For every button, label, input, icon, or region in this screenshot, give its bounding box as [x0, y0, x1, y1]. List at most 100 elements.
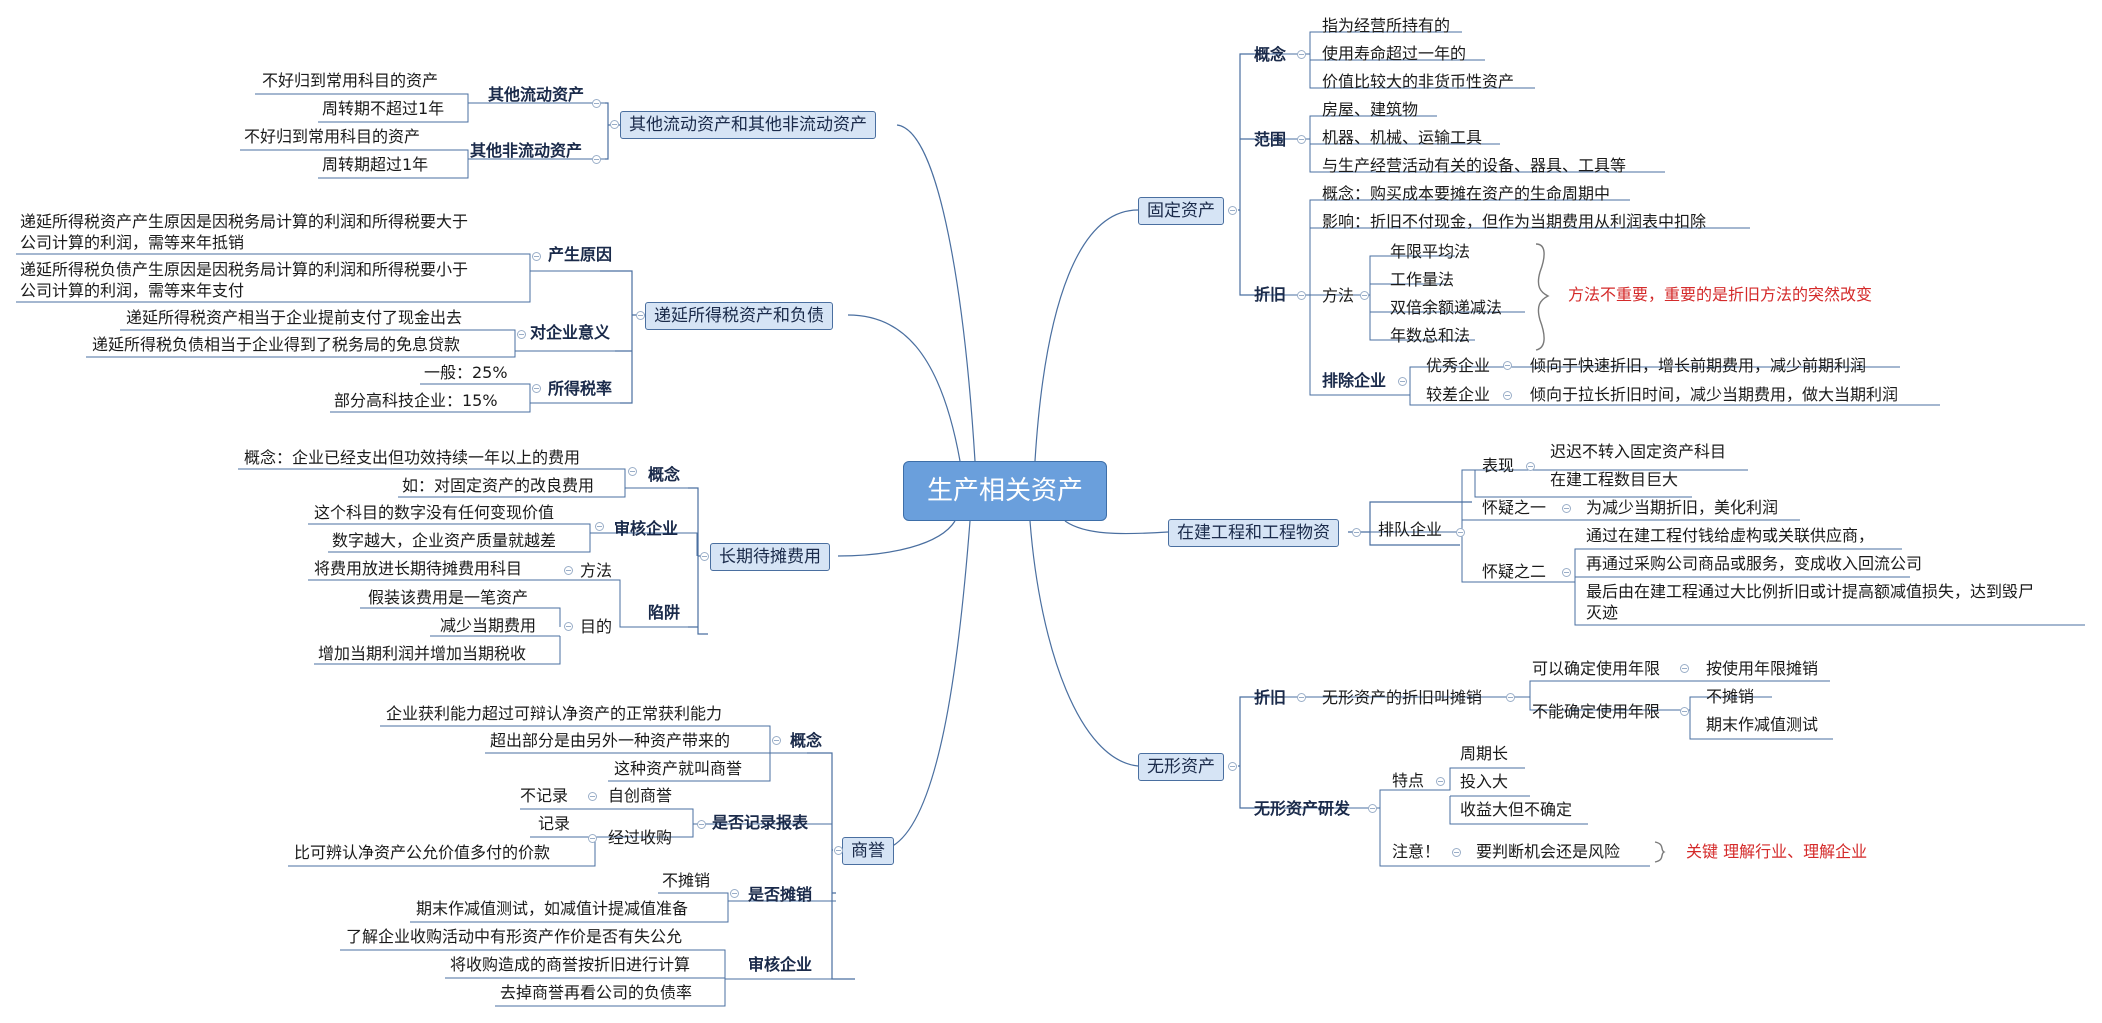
- collapse-icon[interactable]: [1297, 135, 1306, 144]
- collapse-icon[interactable]: [1297, 50, 1306, 59]
- node-dep-method[interactable]: 方法: [1322, 286, 1355, 305]
- collapse-icon[interactable]: [1228, 762, 1237, 771]
- leaf-text[interactable]: 这个科目的数字没有任何变现价值: [314, 503, 555, 522]
- node-other-current[interactable]: 其他流动资产: [488, 85, 585, 104]
- node-fixed-dep[interactable]: 折旧: [1254, 285, 1287, 304]
- collapse-icon[interactable]: [1680, 707, 1689, 716]
- collapse-icon[interactable]: [1503, 391, 1512, 400]
- node-goodwill-amort[interactable]: 是否摊销: [748, 885, 813, 904]
- leaf-text[interactable]: 双倍余额递减法: [1390, 298, 1503, 317]
- node-definite[interactable]: 可以确定使用年限: [1532, 659, 1661, 678]
- node-tax-rate[interactable]: 所得税率: [548, 379, 613, 398]
- collapse-icon[interactable]: [1562, 568, 1571, 577]
- leaf-text[interactable]: 不摊销: [1706, 687, 1755, 706]
- leaf-text[interactable]: 自创商誉: [608, 786, 673, 805]
- collapse-icon[interactable]: [1352, 528, 1361, 537]
- leaf-text[interactable]: 将收购造成的商誉按折旧进行计算: [450, 955, 691, 974]
- leaf-text[interactable]: 递延所得税负债相当于企业得到了税务局的免息贷款: [92, 335, 461, 354]
- collapse-icon[interactable]: [1368, 804, 1377, 813]
- collapse-icon[interactable]: [730, 889, 739, 898]
- node-construction[interactable]: 在建工程和工程物资: [1168, 519, 1339, 547]
- leaf-text[interactable]: 经过收购: [608, 828, 673, 847]
- collapse-icon[interactable]: [1506, 693, 1515, 702]
- node-feature[interactable]: 特点: [1392, 771, 1425, 790]
- leaf-text[interactable]: 影响：折旧不付现金，但作为当期费用从利润表中扣除: [1322, 212, 1707, 231]
- leaf-text[interactable]: 假装该费用是一笔资产: [368, 588, 529, 607]
- node-fixed-scope[interactable]: 范围: [1254, 130, 1287, 149]
- leaf-text[interactable]: 超出部分是由另外一种资产带来的: [490, 731, 731, 750]
- node-prepaid-concept[interactable]: 概念: [648, 465, 681, 484]
- node-fixed-assets[interactable]: 固定资产: [1138, 197, 1224, 225]
- collapse-icon[interactable]: [564, 566, 573, 575]
- collapse-icon[interactable]: [697, 820, 706, 829]
- leaf-text[interactable]: 减少当期费用: [440, 616, 537, 635]
- leaf-text[interactable]: 灭迹: [1586, 603, 1619, 622]
- leaf-text[interactable]: 递延所得税负债产生原因是因税务局计算的利润和所得税要小于: [20, 260, 469, 279]
- leaf-text[interactable]: 了解企业收购活动中有形资产作价是否有失公允: [346, 927, 683, 946]
- node-other-assets[interactable]: 其他流动资产和其他非流动资产: [620, 111, 876, 139]
- node-record-yes[interactable]: 记录: [538, 814, 571, 833]
- leaf-text[interactable]: 为减少当期折旧，美化利润: [1586, 498, 1779, 517]
- collapse-icon[interactable]: [1228, 206, 1237, 215]
- leaf-text[interactable]: 比可辨认净资产公允价值多付的价款: [294, 843, 551, 862]
- leaf-text[interactable]: 再通过采购公司商品或服务，变成收入回流公司: [1586, 554, 1923, 573]
- leaf-text[interactable]: 工作量法: [1390, 270, 1455, 289]
- leaf-text[interactable]: 将费用放进长期待摊费用科目: [314, 559, 523, 578]
- collapse-icon[interactable]: [592, 99, 601, 108]
- collapse-icon[interactable]: [834, 846, 843, 855]
- collapse-icon[interactable]: [1360, 291, 1369, 300]
- leaf-text[interactable]: 递延所得税资产相当于企业提前支付了现金出去: [126, 308, 463, 327]
- leaf-text[interactable]: 一般：25%: [424, 363, 508, 382]
- collapse-icon[interactable]: [628, 467, 637, 476]
- collapse-icon[interactable]: [517, 330, 526, 339]
- collapse-icon[interactable]: [610, 120, 619, 129]
- leaf-text[interactable]: 迟迟不转入固定资产科目: [1550, 442, 1727, 461]
- leaf-text[interactable]: 无形资产的折旧叫摊销: [1322, 688, 1483, 707]
- leaf-text[interactable]: 与生产经营活动有关的设备、器具、工具等: [1322, 156, 1627, 175]
- node-exclude-company[interactable]: 排队企业: [1378, 520, 1443, 539]
- collapse-icon[interactable]: [595, 522, 604, 531]
- leaf-text[interactable]: 周期长: [1460, 744, 1509, 763]
- node-prepaid-audit[interactable]: 审核企业: [614, 519, 679, 538]
- leaf-text[interactable]: 部分高科技企业：15%: [334, 391, 498, 410]
- collapse-icon[interactable]: [1562, 504, 1571, 513]
- root-node[interactable]: 生产相关资产: [903, 461, 1107, 521]
- node-doubt1[interactable]: 怀疑之一: [1482, 498, 1547, 517]
- leaf-text[interactable]: 按使用年限摊销: [1706, 659, 1819, 678]
- leaf-text[interactable]: 期末作减值测试: [1706, 715, 1819, 734]
- leaf-text[interactable]: 不摊销: [662, 871, 711, 890]
- node-bad-company[interactable]: 较差企业: [1426, 385, 1491, 404]
- node-goodwill-concept[interactable]: 概念: [790, 731, 823, 750]
- collapse-icon[interactable]: [1297, 693, 1306, 702]
- leaf-text[interactable]: 去掉商誉再看公司的负债率: [500, 983, 693, 1002]
- node-goodwill-audit[interactable]: 审核企业: [748, 955, 813, 974]
- node-intangible-rd[interactable]: 无形资产研发: [1254, 799, 1351, 818]
- leaf-text[interactable]: 最后由在建工程通过大比例折旧或计提高额减值损失，达到毁尸: [1586, 582, 2035, 601]
- leaf-text[interactable]: 倾向于快速折旧，增长前期费用，减少前期利润: [1530, 356, 1867, 375]
- leaf-text[interactable]: 周转期超过1年: [322, 155, 429, 174]
- leaf-text[interactable]: 如：对固定资产的改良费用: [402, 476, 595, 495]
- leaf-text[interactable]: 房屋、建筑物: [1322, 100, 1419, 119]
- node-other-noncurrent[interactable]: 其他非流动资产: [470, 141, 583, 160]
- node-indefinite[interactable]: 不能确定使用年限: [1532, 702, 1661, 721]
- leaf-text[interactable]: 概念：购买成本要摊在资产的生命周期中: [1322, 184, 1611, 203]
- collapse-icon[interactable]: [1452, 848, 1461, 857]
- key-note[interactable]: 关键 理解行业、理解企业: [1686, 842, 1868, 861]
- node-fixed-concept[interactable]: 概念: [1254, 45, 1287, 64]
- node-goodwill-record[interactable]: 是否记录报表: [712, 813, 809, 832]
- node-dep-exclude[interactable]: 排除企业: [1322, 371, 1387, 390]
- collapse-icon[interactable]: [532, 252, 541, 261]
- leaf-text[interactable]: 在建工程数目巨大: [1550, 470, 1679, 489]
- node-show[interactable]: 表现: [1482, 456, 1515, 475]
- leaf-text[interactable]: 要判断机会还是风险: [1476, 842, 1621, 861]
- leaf-text[interactable]: 公司计算的利润，需等来年支付: [20, 281, 245, 300]
- collapse-icon[interactable]: [700, 552, 709, 561]
- node-trap-purpose[interactable]: 目的: [580, 617, 613, 636]
- collapse-icon[interactable]: [532, 384, 541, 393]
- collapse-icon[interactable]: [1680, 664, 1689, 673]
- leaf-text[interactable]: 增加当期利润并增加当期税收: [318, 644, 527, 663]
- leaf-text[interactable]: 不好归到常用科目的资产: [244, 127, 421, 146]
- leaf-text[interactable]: 收益大但不确定: [1460, 800, 1573, 819]
- leaf-text[interactable]: 指为经营所持有的: [1322, 16, 1451, 35]
- leaf-text[interactable]: 年数总和法: [1390, 326, 1471, 345]
